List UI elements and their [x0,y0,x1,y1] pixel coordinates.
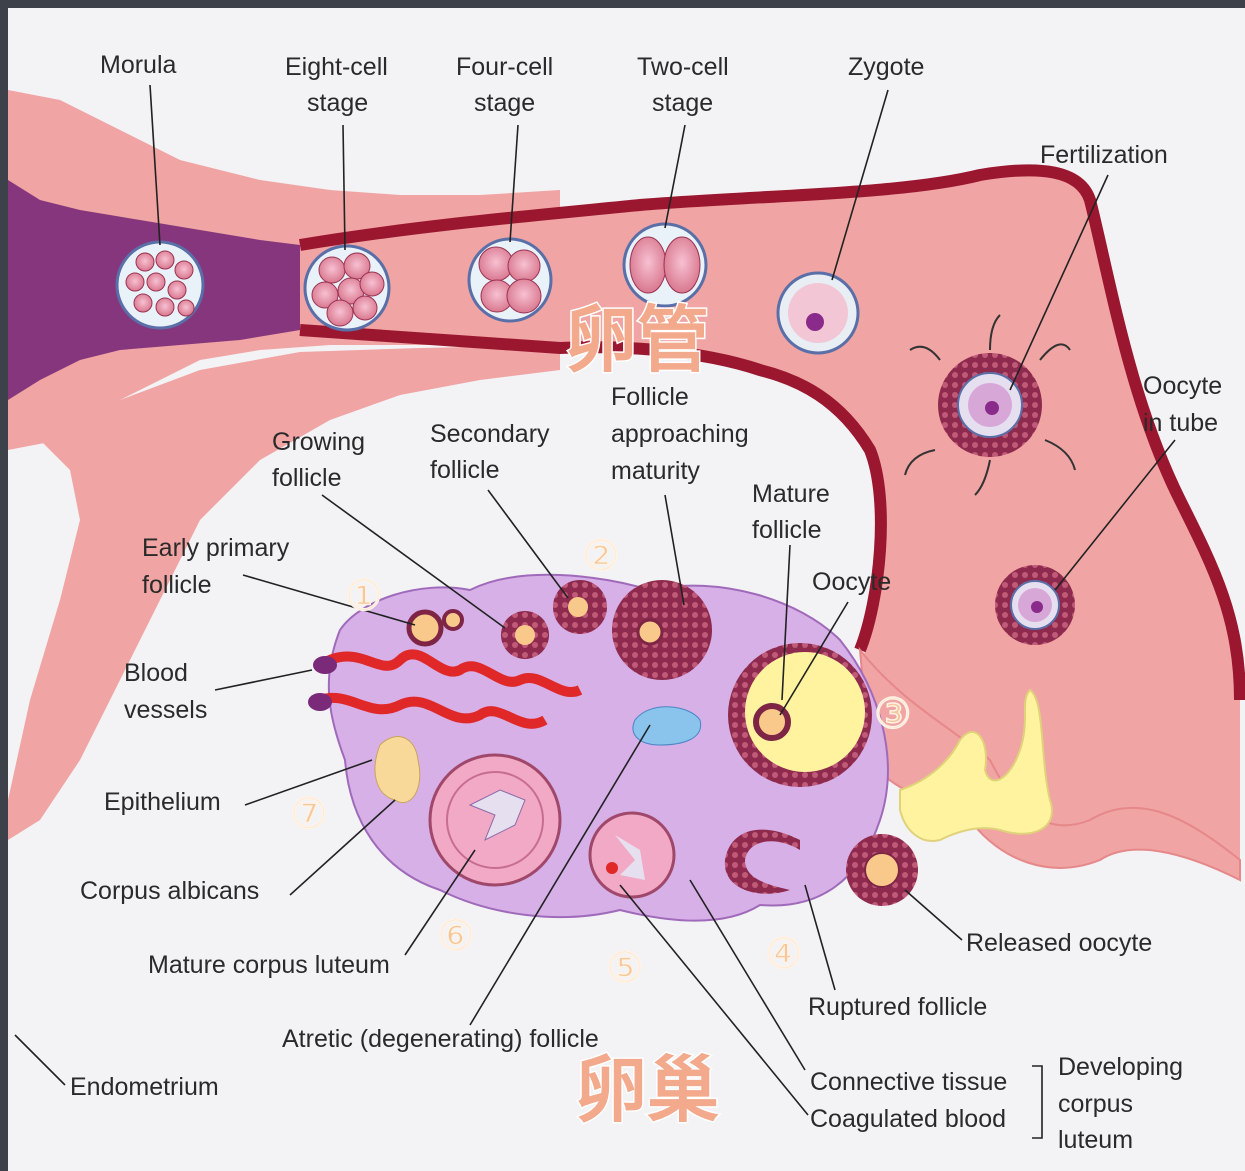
label-secondary-1: Secondary [430,420,550,448]
released-oocyte [846,834,918,906]
tube-overlay-label: 卵管 [565,298,709,382]
atretic-follicle [633,707,701,745]
label-early-2: follicle [142,571,211,599]
label-two-cell-2: stage [652,89,713,117]
two-cell-embryo [624,224,706,306]
label-mature-luteum: Mature corpus luteum [148,951,390,979]
mature-follicle [728,643,872,787]
label-mature-2: follicle [752,516,821,544]
label-oocyte-tube-1: Oocyte [1143,372,1222,400]
label-fertilization: Fertilization [1040,141,1168,169]
ovary-overlay-label: 卵巢 [575,1048,719,1132]
label-four-cell-1: Four-cell [456,53,553,81]
label-blood-2: vessels [124,696,207,724]
four-cell-embryo [469,239,551,321]
label-zygote: Zygote [848,53,924,81]
follicle-approaching-maturity [612,580,712,680]
label-approaching-3: maturity [611,457,700,485]
label-oocyte: Oocyte [812,568,891,596]
label-developing-1: Developing [1058,1053,1183,1081]
label-eight-cell-2: stage [307,89,368,117]
label-endometrium: Endometrium [70,1073,219,1101]
zygote-cell [778,273,858,353]
label-early-1: Early primary [142,534,290,562]
label-developing-2: corpus [1058,1090,1133,1118]
label-growing-1: Growing [272,428,365,456]
label-secondary-2: follicle [430,456,499,484]
label-morula: Morula [100,51,177,79]
label-epithelium: Epithelium [104,788,221,816]
label-four-cell-2: stage [474,89,535,117]
label-mature-1: Mature [752,480,830,508]
stage-number-4: ④ [765,929,803,978]
label-approaching-1: Follicle [611,383,689,411]
label-eight-cell-1: Eight-cell [285,53,388,81]
developing-corpus-luteum [590,813,674,897]
label-ruptured: Ruptured follicle [808,993,987,1021]
morula-cell [117,242,203,328]
stage-number-5: ⑤ [606,943,644,992]
stage-number-3: ③ [874,689,912,738]
stage-number-7: ⑦ [290,789,328,838]
oocyte-in-tube [995,565,1075,645]
stage-number-2: ② [582,531,620,580]
eight-cell-embryo [305,246,389,330]
label-coagulated: Coagulated blood [810,1105,1006,1133]
label-oocyte-tube-2: in tube [1143,409,1218,437]
label-released: Released oocyte [966,929,1152,957]
label-two-cell-1: Two-cell [637,53,729,81]
mature-corpus-luteum [430,755,560,885]
growing-follicle [501,611,549,659]
label-approaching-2: approaching [611,420,749,448]
stage-number-6: ⑥ [437,911,475,960]
label-developing-3: luteum [1058,1126,1133,1154]
label-atretic: Atretic (degenerating) follicle [282,1025,599,1053]
label-connective: Connective tissue [810,1068,1007,1096]
stage-number-1: ① [345,571,383,620]
label-albicans: Corpus albicans [80,877,259,905]
label-growing-2: follicle [272,464,341,492]
label-blood-1: Blood [124,659,188,687]
